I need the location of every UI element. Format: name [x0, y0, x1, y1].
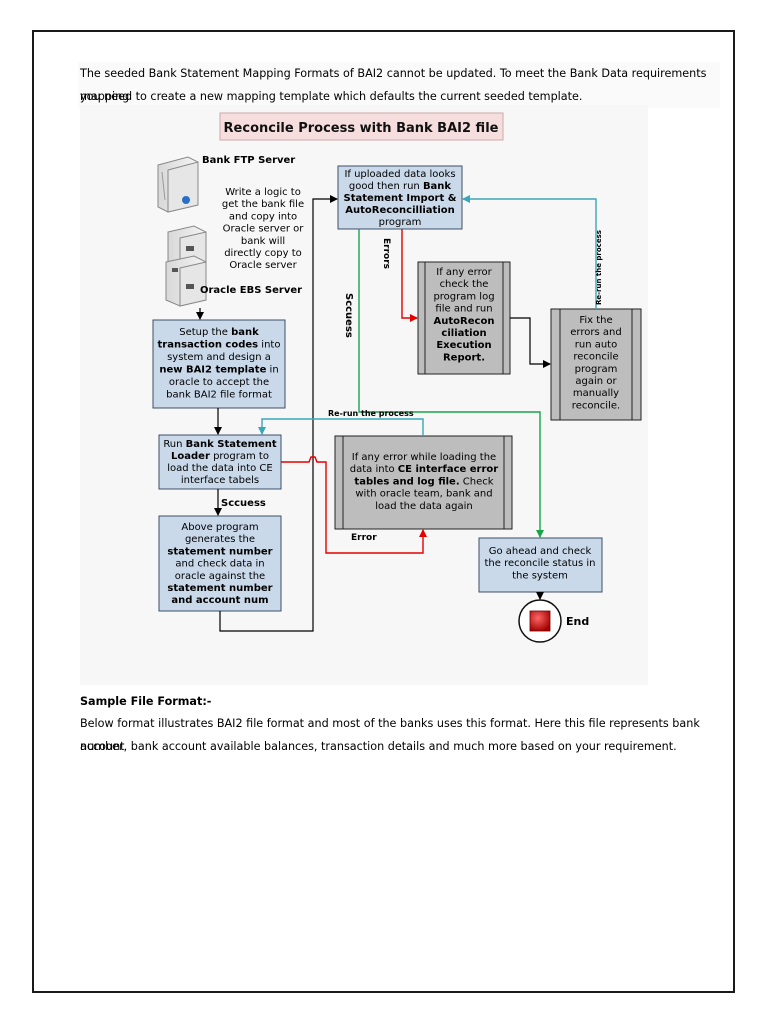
intro-line-1: The seeded Bank Statement Mapping Format…	[80, 67, 707, 103]
box-text-line: Setup the bank	[179, 327, 259, 338]
success-path-to-status	[358, 229, 544, 538]
box-text-line: and account num	[171, 595, 268, 606]
box-text-line: with oracle team, bank and	[355, 489, 492, 500]
ftp-server-label: Bank FTP Server	[202, 155, 295, 166]
box-text-line: interface tabels	[181, 475, 259, 486]
sample-heading: Sample File Format:-	[80, 695, 212, 708]
rerun-vertical-label: Re-run the process	[595, 230, 603, 305]
box-text-line: new BAI2 template in	[159, 365, 278, 376]
error-path-to-loading-error	[281, 456, 427, 554]
rerun-path-to-import	[462, 195, 597, 309]
box-text-line: Oracle server or	[223, 224, 305, 235]
page-border	[32, 30, 735, 993]
box-text-line: data into CE interface error	[350, 464, 499, 475]
box-text-line: directly copy to	[224, 248, 302, 259]
box-text-line: tables and log file. Check	[354, 476, 493, 487]
box-text-line: system and design a	[167, 352, 271, 363]
ftp-server-icon	[157, 156, 199, 213]
box-text-line: program log	[433, 291, 494, 302]
box-text-line: the system	[512, 570, 568, 581]
generate-statement-box	[158, 515, 282, 612]
success-vertical-label: Sccuess	[343, 293, 354, 338]
fix-errors-box	[550, 308, 642, 421]
errors-path-to-errcheck	[401, 229, 418, 322]
box-text-line: If any error while loading the	[352, 452, 496, 463]
success-label: Sccuess	[221, 498, 266, 509]
box-text-line: and copy into	[229, 211, 297, 222]
box-text-line: transaction codes into	[158, 340, 281, 351]
box-text-line: Fix the	[579, 315, 612, 326]
intro-line-2: you need to create a new mapping templat…	[80, 90, 583, 103]
arrow-generate-to-import	[219, 195, 338, 632]
oracle-ebs-server-label: Oracle EBS Server	[200, 285, 302, 296]
box-text-line: Run Bank Statement	[163, 439, 277, 450]
box-text-line: manually	[573, 388, 619, 399]
box-text-line: statement number	[167, 583, 272, 594]
box-text-line: Go ahead and check	[489, 546, 592, 557]
loading-error-box	[334, 435, 513, 530]
box-text-line: Execution	[436, 340, 491, 351]
box-text-line: file and run	[435, 304, 492, 315]
box-text-line: Write a logic to	[225, 187, 301, 198]
box-text-line: Oracle server	[229, 260, 297, 271]
box-text-line: AutoReconcilliation	[345, 205, 455, 216]
errors-label: Errors	[381, 238, 391, 269]
box-text-line: reconcile.	[572, 400, 620, 411]
statement-import-box	[337, 165, 463, 230]
box-text-line: bank will	[241, 236, 285, 247]
oracle-ebs-server-icon	[165, 225, 207, 307]
box-text-line: oracle against the	[175, 571, 265, 582]
error-label: Error	[351, 533, 377, 543]
box-text-line: program	[575, 364, 618, 375]
box-text-line: run auto	[575, 339, 617, 350]
error-check-box	[417, 261, 511, 375]
box-text-line: again or	[575, 376, 617, 387]
end-stop-icon	[529, 610, 551, 632]
box-text-line: ciliation	[441, 328, 486, 339]
box-text-line: errors and	[570, 327, 621, 338]
setup-bank-codes-text: Setup the bank transaction codes intosyst…	[158, 327, 281, 401]
setup-bank-codes-box	[152, 319, 286, 409]
box-text-line: AutoRecon	[434, 316, 495, 327]
box-text-line: get the bank file	[222, 199, 304, 210]
rerun-path-to-loader	[258, 418, 424, 436]
box-text-line: oracle to accept the	[169, 377, 269, 388]
box-text-line: load the data again	[375, 501, 473, 512]
end-label: End	[566, 615, 589, 628]
box-text-line: check the	[440, 279, 489, 290]
sample-line-2: number, bank account available balances,…	[80, 740, 677, 753]
box-text-line: generates the	[185, 534, 255, 545]
box-text-line: Loader program to	[171, 451, 269, 462]
box-text-line: program	[379, 217, 422, 228]
box-text-line: If uploaded data looks	[344, 169, 455, 180]
box-text-line: good then run Bank	[349, 181, 452, 192]
box-text-line: the reconcile status in	[485, 558, 596, 569]
box-text-line: load the data into CE	[167, 463, 272, 474]
box-text-line: and check data in	[175, 559, 264, 570]
box-text-line: bank BAI2 file format	[166, 390, 272, 401]
box-text-line: statement number	[167, 546, 272, 557]
run-loader-box	[158, 434, 282, 490]
diagram-title: Reconcile Process with Bank BAI2 file	[224, 121, 499, 136]
sample-line-1: Below format illustrates BAI2 file forma…	[80, 717, 700, 753]
box-text-line: If any error	[436, 267, 492, 278]
box-text-line: Statement Import &	[344, 193, 457, 204]
rerun-label: Re-run the process	[328, 409, 414, 418]
arrow-errcheck-to-fix	[510, 317, 551, 368]
diagram-title-box	[219, 112, 504, 141]
box-text-line: Above program	[181, 522, 258, 533]
box-text-line: Report.	[443, 352, 485, 363]
box-text-line: reconcile	[573, 352, 618, 363]
intro-background	[78, 62, 720, 108]
